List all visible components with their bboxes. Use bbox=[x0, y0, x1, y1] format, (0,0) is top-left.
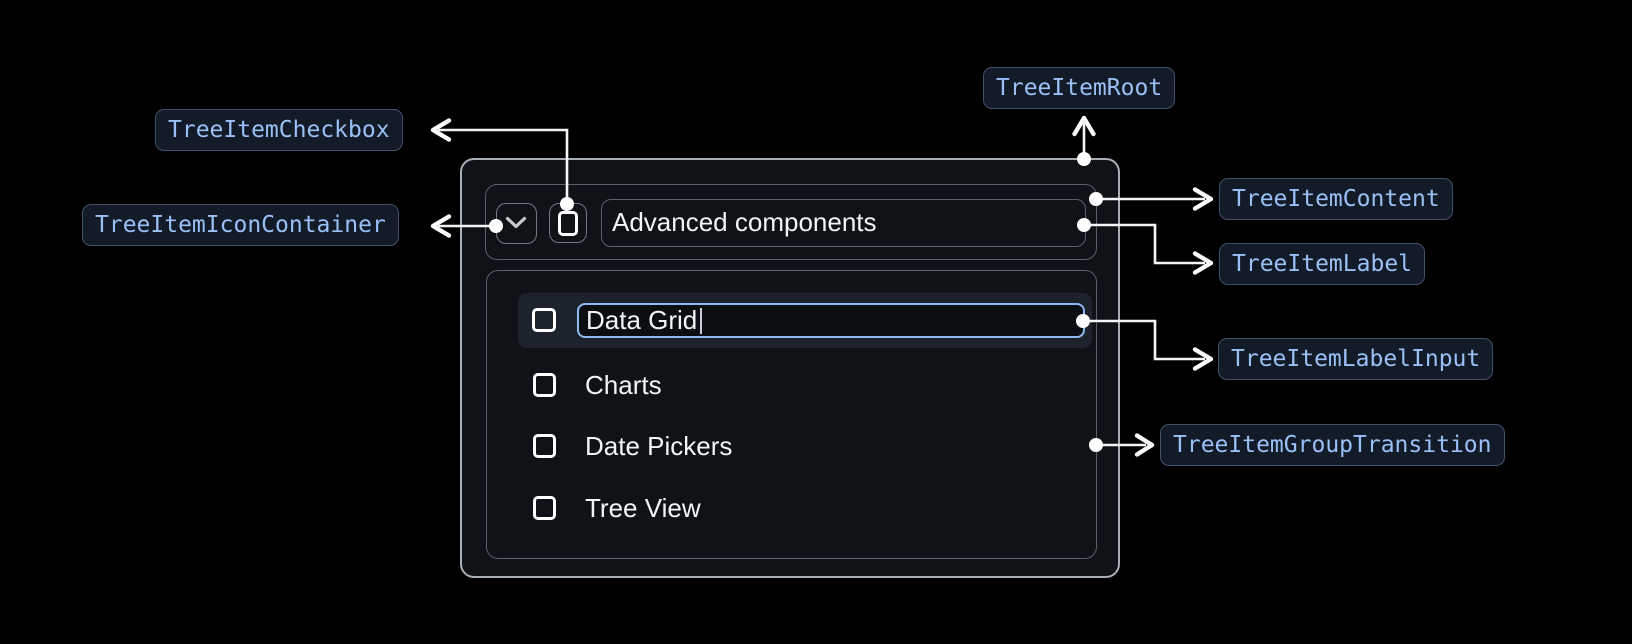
annotation-tree-item-root: TreeItemRoot bbox=[983, 67, 1176, 109]
chevron-down-icon bbox=[505, 216, 527, 229]
tree-item-checkbox-container[interactable] bbox=[549, 203, 587, 243]
tree-item-label-input[interactable]: Data Grid bbox=[577, 303, 1085, 338]
annotation-tree-item-label-input: TreeItemLabelInput bbox=[1218, 338, 1494, 380]
tree-item-checkbox[interactable] bbox=[558, 211, 578, 236]
tree-row-label-tree-view[interactable]: Tree View bbox=[585, 493, 701, 523]
annotation-tree-item-checkbox: TreeItemCheckbox bbox=[155, 109, 403, 151]
checkbox-charts[interactable] bbox=[533, 373, 556, 397]
checkbox-date-pickers[interactable] bbox=[533, 434, 556, 458]
tree-row-label-date-pickers[interactable]: Date Pickers bbox=[585, 431, 733, 461]
annotation-tree-item-group-transition: TreeItemGroupTransition bbox=[1160, 424, 1505, 466]
checkbox-data-grid[interactable] bbox=[532, 308, 556, 332]
tree-item-content[interactable] bbox=[485, 184, 1097, 260]
annotation-tree-item-icon-container: TreeItemIconContainer bbox=[82, 204, 399, 246]
tree-item-label[interactable]: Advanced components bbox=[601, 199, 1086, 247]
expand-collapse-button[interactable] bbox=[496, 203, 537, 244]
checkbox-tree-view[interactable] bbox=[533, 496, 556, 520]
annotation-tree-item-content: TreeItemContent bbox=[1219, 178, 1453, 220]
text-caret bbox=[700, 307, 703, 334]
tree-row-label-charts[interactable]: Charts bbox=[585, 370, 662, 400]
annotation-tree-item-label: TreeItemLabel bbox=[1219, 243, 1426, 285]
parent-item-label-text: Advanced components bbox=[612, 207, 877, 237]
label-input-value: Data Grid bbox=[586, 305, 698, 335]
